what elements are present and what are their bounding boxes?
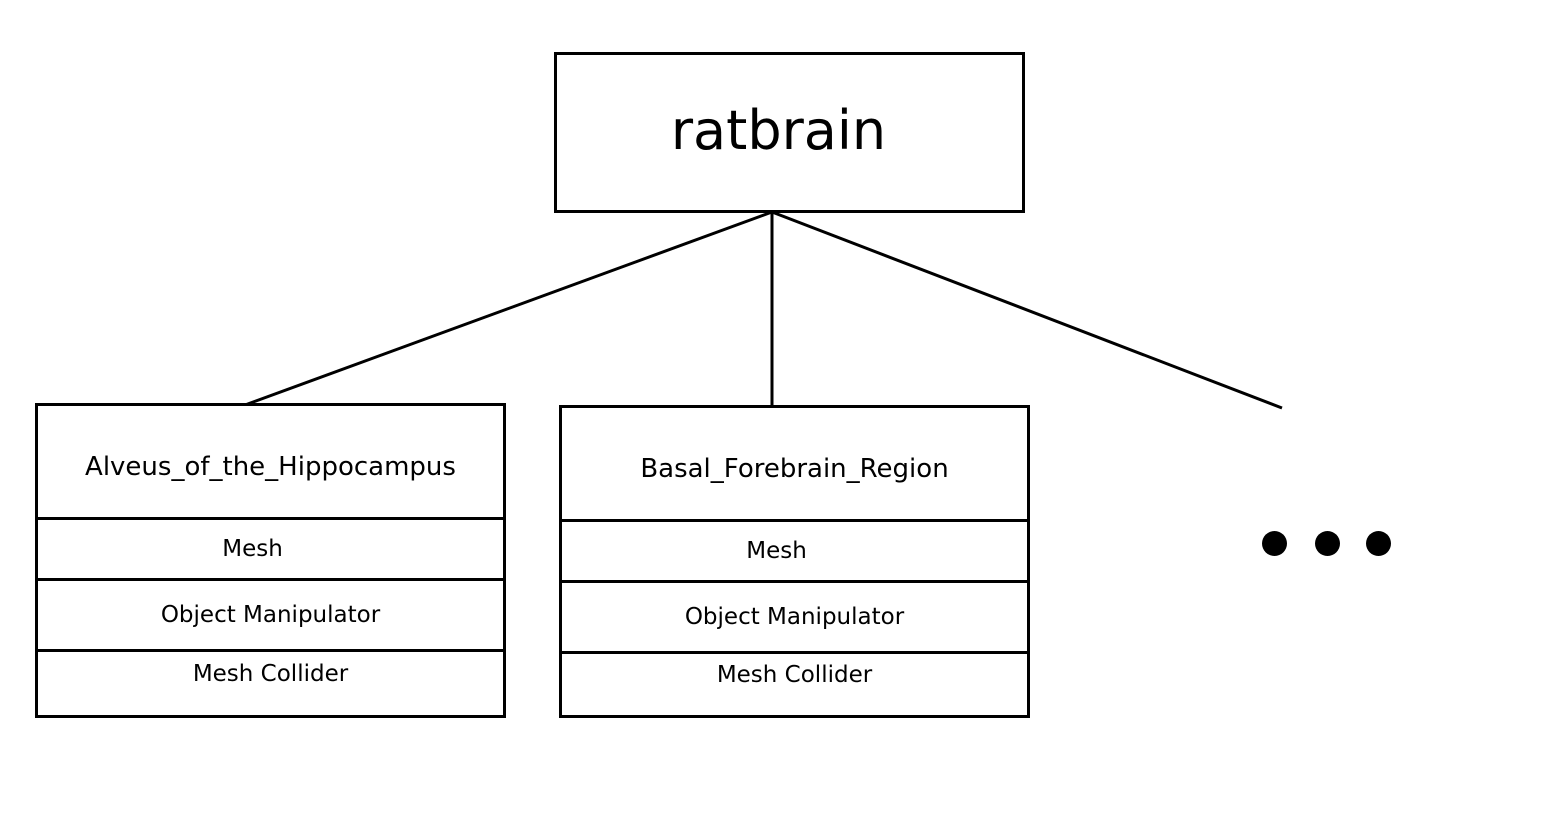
component-label: Mesh Collider (192, 661, 349, 687)
child-node-title-text: Alveus_of_the_Hippocampus (85, 451, 456, 482)
component-mesh-collider: Mesh Collider (562, 651, 1027, 715)
edge-root-to-more (771, 210, 1283, 410)
root-node-ratbrain: ratbrain (554, 52, 1025, 213)
root-node-label: ratbrain (670, 98, 887, 162)
component-mesh: Mesh (562, 519, 1027, 580)
component-mesh: Mesh (38, 517, 503, 578)
component-label: Object Manipulator (160, 601, 381, 628)
child-node-title-text: Basal_Forebrain_Region (640, 453, 949, 484)
component-label: Mesh (222, 535, 283, 562)
ellipsis-dot (1262, 531, 1287, 556)
child-node-title: Basal_Forebrain_Region (562, 408, 1027, 519)
component-mesh-collider: Mesh Collider (38, 649, 503, 715)
component-object-manipulator: Object Manipulator (38, 578, 503, 649)
component-label: Mesh (746, 537, 807, 564)
child-node-alveus-of-the-hippocampus: Alveus_of_the_Hippocampus Mesh Object Ma… (35, 403, 506, 718)
child-node-basal-forebrain-region: Basal_Forebrain_Region Mesh Object Manip… (559, 405, 1030, 718)
component-label: Mesh Collider (716, 662, 873, 688)
child-node-title: Alveus_of_the_Hippocampus (38, 406, 503, 517)
ellipsis-dot (1366, 531, 1391, 556)
component-label: Object Manipulator (684, 603, 905, 630)
edge-root-to-alveus (244, 210, 773, 407)
ellipsis-dot (1315, 531, 1340, 556)
component-object-manipulator: Object Manipulator (562, 580, 1027, 651)
